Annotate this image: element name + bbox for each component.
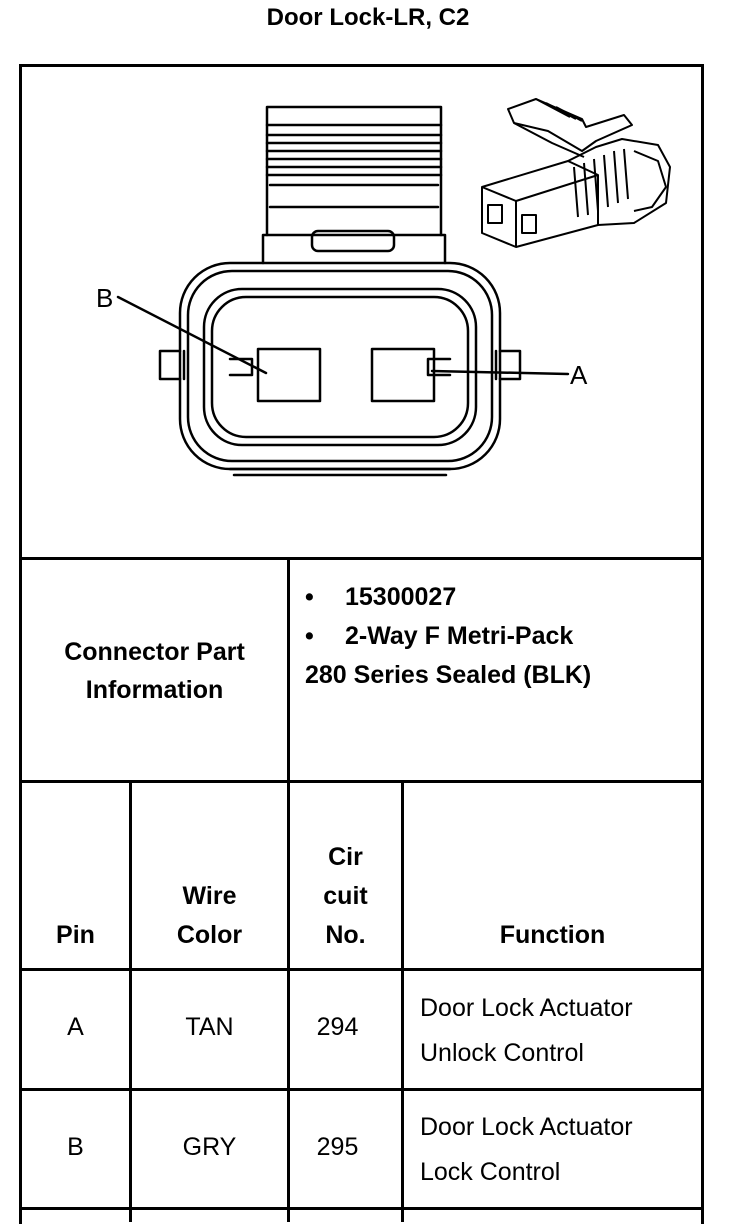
header-wire-color: Wire Color [132,877,287,955]
latch-drawing [261,105,447,265]
connector-description-line-2: 280 Series Sealed (BLK) [305,661,592,689]
bullet: • [305,583,314,611]
divider-diagram [19,557,704,560]
part-number: 15300027 [345,583,457,611]
header-pin: Pin [56,921,95,949]
header-circuit-line-3: No. [325,921,366,949]
connector-label-line-2: Information [85,676,224,704]
connector-table-frame [19,64,704,1224]
column-divider-circuit [287,557,290,1222]
divider-connector-info [19,780,704,783]
function-line-1: Door Lock Actuator [420,994,633,1022]
cell-pin: B [67,1133,84,1161]
header-circuit-line-2: cuit [323,882,368,910]
cell-wire-color: TAN [185,1013,234,1041]
cell-pin: A [67,1013,84,1041]
connector-description-row: • 2-Way F Metri-Pack [305,617,591,656]
cavity-a [370,347,436,403]
connector-isometric-view [481,98,671,248]
header-function: Function [499,921,606,949]
cell-circuit-no: 295 [316,1133,359,1161]
function-line-2: Unlock Control [420,1039,584,1067]
header-circuit-no: Cir cuit No. [290,838,401,955]
divider-row-a [19,1088,704,1091]
column-divider-pin [129,780,132,1222]
cavity-b [256,347,322,403]
pin-label-a: A [570,360,588,390]
header-circuit-line-1: Cir [328,843,363,871]
divider-header [19,968,704,971]
header-wire-color-line-2: Color [176,921,243,949]
divider-row-b [19,1207,704,1210]
leader-line-b [116,295,268,375]
cell-wire-color: GRY [182,1133,237,1161]
connector-face-diagram [116,98,671,477]
part-number-row: • 15300027 [305,578,591,617]
function-line-1: Door Lock Actuator [420,1113,633,1141]
cell-function: Door Lock Actuator Unlock Control [420,986,633,1076]
bullet: • [305,622,314,650]
cell-function: Door Lock Actuator Lock Control [420,1105,633,1195]
page-title: Door Lock-LR, C2 [266,4,470,31]
connector-description-line-1: 2-Way F Metri-Pack [345,622,574,650]
function-line-2: Lock Control [420,1158,561,1186]
leader-line-a [430,369,570,376]
connector-body [158,261,522,477]
connector-part-info-label: Connector Part Information [22,562,287,780]
cell-circuit-no: 294 [316,1013,359,1041]
header-wire-color-line-1: Wire [182,882,237,910]
connector-label-line-1: Connector Part [64,638,245,666]
pin-label-b: B [96,283,114,313]
connector-part-info: • 15300027 • 2-Way F Metri-Pack 280 Series… [305,578,591,695]
column-divider-function [401,780,404,1222]
